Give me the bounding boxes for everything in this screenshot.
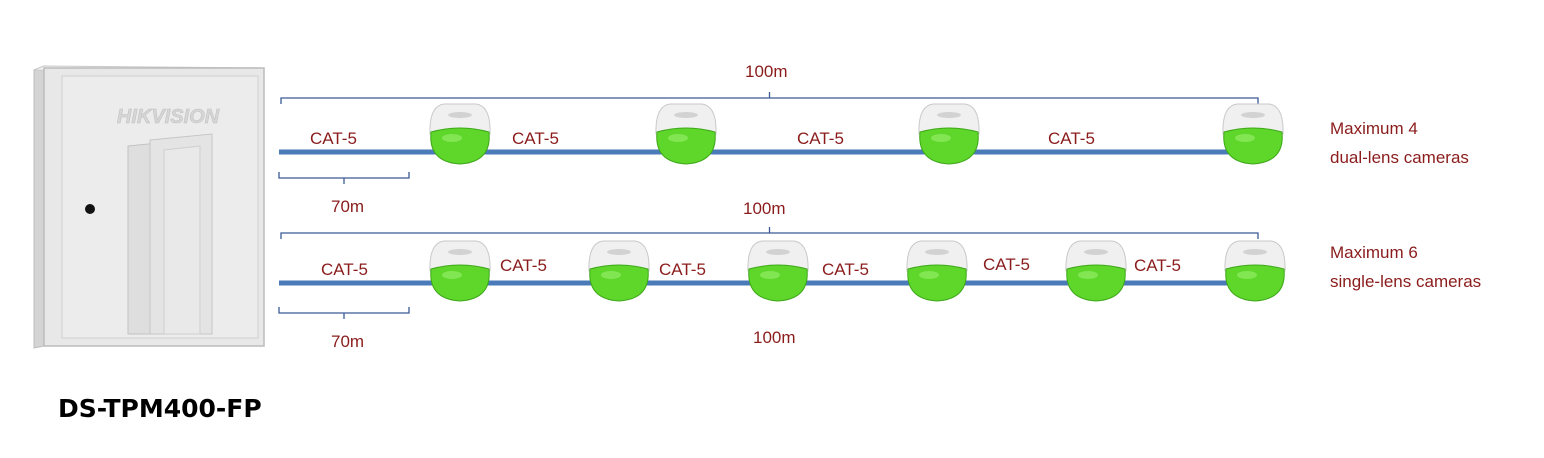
row2-side-note: Maximum 6 single-lens cameras xyxy=(1330,238,1481,296)
row2-cable-label-2: CAT-5 xyxy=(500,256,547,275)
row1-cable-label-3: CAT-5 xyxy=(797,129,844,148)
row1-camera-2 xyxy=(655,103,717,165)
row2-camera-2 xyxy=(588,240,650,302)
device-model: DS-TPM400-FP xyxy=(58,394,262,423)
row1-cable-label-4: CAT-5 xyxy=(1048,129,1095,148)
row1-cable-label-2: CAT-5 xyxy=(512,129,559,148)
row2-cable-label-5: CAT-5 xyxy=(983,255,1030,274)
row2-camera-3 xyxy=(747,240,809,302)
row1-total-distance: 100m xyxy=(745,62,788,81)
distribution-box: HIKVISION xyxy=(33,65,265,349)
row2-camera-1 xyxy=(429,240,491,302)
row2-camera-6 xyxy=(1224,240,1286,302)
row1-side-note-line-2: dual-lens cameras xyxy=(1330,148,1469,167)
brand-logo: HIKVISION xyxy=(117,106,220,128)
lock-keyhole xyxy=(85,204,95,214)
row1-first-segment-bracket xyxy=(278,172,410,184)
row1-camera-3 xyxy=(918,103,980,165)
row2-side-note-line-1: Maximum 6 xyxy=(1330,243,1418,262)
row1-side-note: Maximum 4 dual-lens cameras xyxy=(1330,114,1469,172)
row1-camera-1 xyxy=(429,103,491,165)
row1-camera-4 xyxy=(1222,103,1284,165)
row2-side-note-line-2: single-lens cameras xyxy=(1330,272,1482,291)
row1-cable-label-1: CAT-5 xyxy=(310,129,357,148)
row2-first-segment-distance: 70m xyxy=(331,332,365,351)
row1-side-note-line-1: Maximum 4 xyxy=(1330,119,1418,138)
row1-first-segment-distance: 70m xyxy=(331,197,365,216)
row2-camera-4 xyxy=(906,240,968,302)
row1-total-bracket xyxy=(280,92,1259,104)
row2-camera-5 xyxy=(1065,240,1127,302)
row2-cable-label-1: CAT-5 xyxy=(321,260,368,279)
row2-segment-distance: 100m xyxy=(753,328,796,347)
row2-cable-label-3: CAT-5 xyxy=(659,260,706,279)
row2-total-bracket xyxy=(280,227,1259,239)
row2-first-segment-bracket xyxy=(278,307,410,319)
row2-cable-label-6: CAT-5 xyxy=(1134,256,1181,275)
row2-cable-label-4: CAT-5 xyxy=(822,260,869,279)
row2-total-distance: 100m xyxy=(743,199,786,218)
